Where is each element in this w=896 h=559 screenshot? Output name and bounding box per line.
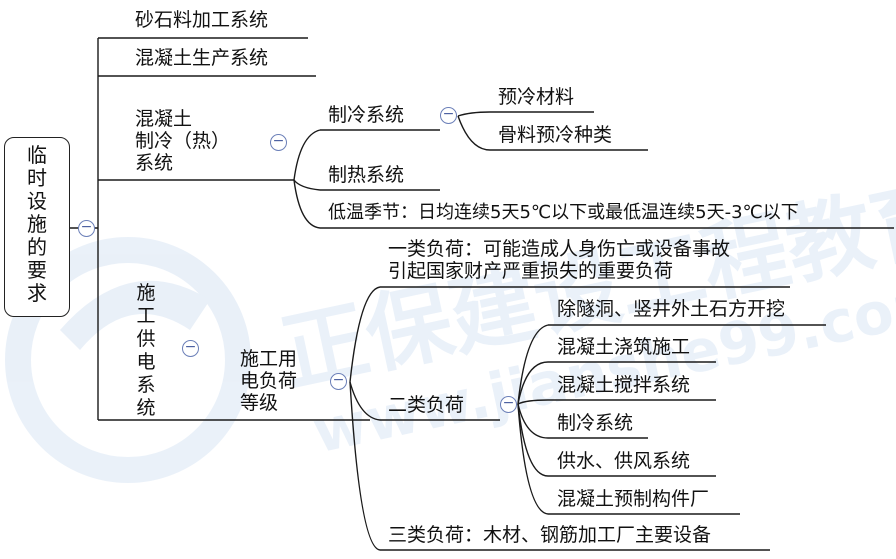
node-class2-load[interactable]: 二类负荷 xyxy=(388,394,465,416)
cooling-heating-line2: 制冷（热） xyxy=(135,130,231,152)
node-gravel-system[interactable]: 砂石料加工系统 xyxy=(135,9,269,31)
root-label: 临时设施的要求 xyxy=(27,143,47,305)
minus-icon: − xyxy=(184,339,197,355)
minus-icon: − xyxy=(502,395,515,411)
node-precool-material[interactable]: 预冷材料 xyxy=(498,86,575,108)
class2-item[interactable]: 混凝土预制构件厂 xyxy=(557,488,710,510)
class2-item[interactable]: 供水、供风系统 xyxy=(557,450,691,472)
node-class3-load[interactable]: 三类负荷：木材、钢筋加工厂主要设备 xyxy=(388,524,712,546)
node-low-temp-season[interactable]: 低温季节：日均连续5天5℃以下或最低温连续5天-3℃以下 xyxy=(328,202,799,223)
class1-line1: 一类负荷：可能造成人身伤亡或设备事故 xyxy=(388,238,731,260)
cooling-heating-line1: 混凝土 xyxy=(135,108,193,130)
load-level-collapse-toggle[interactable]: − xyxy=(330,373,347,390)
class1-line2: 引起国家财产严重损失的重要负荷 xyxy=(388,260,674,282)
node-heating-system[interactable]: 制热系统 xyxy=(328,164,405,186)
node-cooling-system[interactable]: 制冷系统 xyxy=(328,104,405,126)
load-level-line2: 电负荷 xyxy=(240,370,298,392)
node-concrete-production[interactable]: 混凝土生产系统 xyxy=(135,47,269,69)
minus-icon: − xyxy=(80,219,93,235)
class2-collapse-toggle[interactable]: − xyxy=(500,396,517,413)
minus-icon: − xyxy=(272,133,285,149)
cooling-heating-line3: 系统 xyxy=(135,152,174,174)
node-power-supply[interactable]: 施工供电系统 xyxy=(136,282,156,419)
class2-item[interactable]: 除隧洞、竖井外土石方开挖 xyxy=(557,298,786,320)
cooling-system-collapse-toggle[interactable]: − xyxy=(440,107,457,124)
class2-item[interactable]: 混凝土浇筑施工 xyxy=(557,336,691,358)
class2-item[interactable]: 制冷系统 xyxy=(557,412,634,434)
root-collapse-toggle[interactable]: − xyxy=(78,220,95,237)
cooling-heating-collapse-toggle[interactable]: − xyxy=(270,134,287,151)
load-level-line3: 等级 xyxy=(240,392,279,414)
class2-item[interactable]: 混凝土搅拌系统 xyxy=(557,374,691,396)
root-node[interactable] xyxy=(4,137,70,317)
minus-icon: − xyxy=(442,106,455,122)
node-aggregate-precool[interactable]: 骨料预冷种类 xyxy=(498,124,613,146)
power-supply-collapse-toggle[interactable]: − xyxy=(182,340,199,357)
load-level-line1: 施工用 xyxy=(240,348,298,370)
minus-icon: − xyxy=(332,372,345,388)
